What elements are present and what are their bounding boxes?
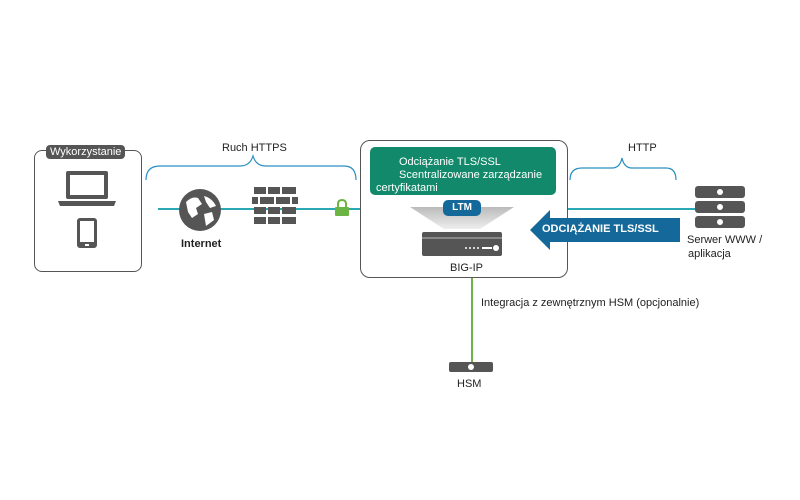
bigip-label: BIG-IP [450,262,484,274]
https-brace [145,153,357,181]
firewall-icon [252,187,298,224]
laptop-icon [58,171,116,206]
bigip-device-icon [422,232,502,256]
http-label: HTTP [628,142,657,154]
offload-arrow [530,210,680,250]
feature-cert-management: Scentralizowane zarządzanie [399,169,543,181]
bigip-feature-panel: Odciążanie TLS/SSL Scentralizowane zarzą… [370,147,556,195]
offload-arrow-label: ODCIĄŻANIE TLS/SSL [542,223,659,235]
hsm-label: HSM [457,378,482,390]
user-group-box [34,150,142,272]
server-stack-icon [695,186,745,228]
feature-tls-offload: Odciążanie TLS/SSL [399,156,501,168]
ltm-funnel [410,207,514,229]
https-label: Ruch HTTPS [222,142,287,154]
hsm-device-icon [449,362,493,372]
hsm-integration-label: Integracja z zewnętrznym HSM (opcjonalni… [481,297,700,309]
lock-icon [335,199,349,216]
internet-label: Internet [181,238,222,250]
user-group-label: Wykorzystanie [46,145,126,159]
ltm-badge: LTM [443,200,481,216]
server-label-line1: Serwer WWW / [687,234,763,246]
smartphone-icon [77,218,97,248]
globe-icon [179,189,221,231]
http-brace [569,157,677,181]
server-label-line2: aplikacja [688,248,731,260]
feature-cert-management-cont: certyfikatami [376,182,438,194]
